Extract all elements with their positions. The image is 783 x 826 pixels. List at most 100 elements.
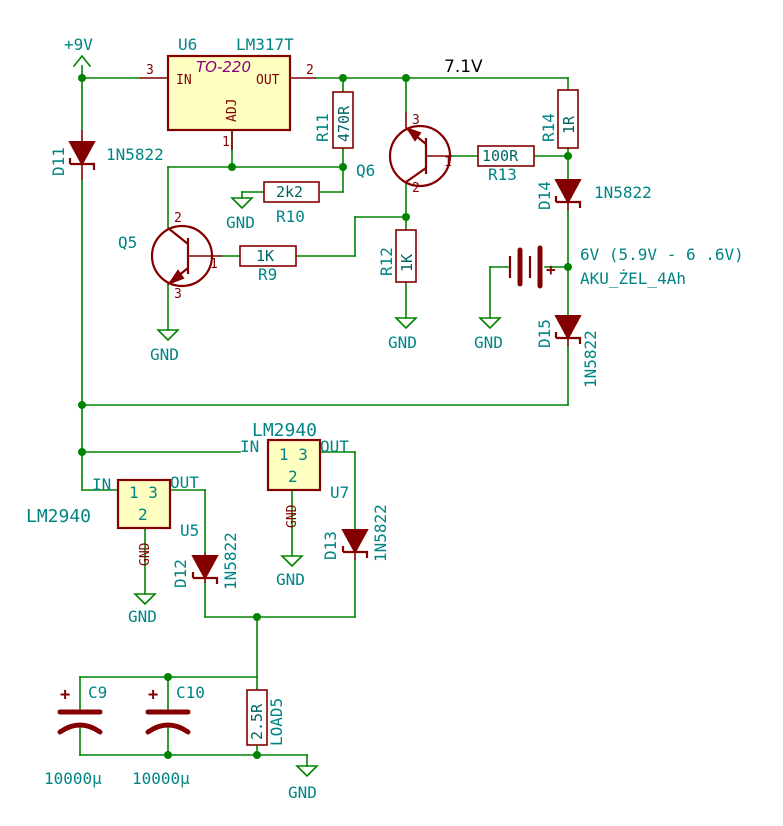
u6-value: LM317T	[236, 35, 294, 54]
c10-plus: +	[148, 685, 158, 705]
diode-d13: D13 1N5822	[321, 504, 390, 562]
regulator-u6: U6 LM317T TO-220 IN OUT ADJ 3 2 1	[140, 35, 316, 150]
d11-value: 1N5822	[106, 145, 164, 164]
load5-value: 2.5R	[248, 703, 266, 740]
r12-value: 1K	[398, 254, 416, 272]
u5-pin-in: IN	[92, 475, 111, 494]
resistor-r9: 1K R9	[239, 245, 297, 284]
u7-value: LM2940	[252, 420, 317, 441]
u7-pin-bottom: 2	[288, 467, 298, 486]
u6-pin-in-num: 3	[146, 63, 154, 78]
transistor-q6: Q6 3 1 2	[356, 112, 452, 196]
d11-ref: D11	[49, 147, 68, 176]
d12-ref: D12	[171, 559, 190, 588]
u6-pin-adj-num: 1	[222, 135, 230, 150]
u5-pin-out: OUT	[170, 473, 199, 492]
capacitor-c9: + C9 10000µ	[44, 683, 107, 788]
battery: + 6V (5.9V - 6 .6V) AKU_ŻEL_4Ah	[508, 245, 744, 289]
capacitor-c10: + C10 10000µ	[132, 683, 205, 788]
u5-pin-gnd: GND	[138, 542, 153, 566]
gnd-label: GND	[474, 333, 503, 352]
u6-pin-out-label: OUT	[256, 73, 280, 88]
r9-value: 1K	[256, 247, 274, 265]
u5-ref: U5	[180, 521, 199, 540]
r13-ref: R13	[488, 165, 517, 184]
diode-d11: D11 1N5822	[49, 130, 164, 180]
gnd-label: GND	[288, 783, 317, 802]
gnd-r10: GND	[226, 197, 255, 232]
d14-ref: D14	[535, 181, 554, 210]
r14-ref: R14	[539, 113, 558, 142]
u7-ref: U7	[330, 483, 349, 502]
d13-ref: D13	[321, 531, 340, 560]
resistor-load5: 2.5R LOAD5	[246, 689, 286, 746]
r13-value: 100R	[482, 147, 519, 165]
diode-d15: D15 1N5822	[535, 315, 600, 388]
d12-value: 1N5822	[221, 532, 240, 590]
q6-ref: Q6	[356, 161, 375, 180]
vout-label: 7.1V	[444, 57, 483, 77]
r12-ref: R12	[377, 247, 396, 276]
u6-ref: U6	[178, 35, 197, 54]
u7-pin-gnd: GND	[285, 504, 300, 528]
d15-value: 1N5822	[581, 330, 600, 388]
c10-ref: C10	[176, 683, 205, 702]
resistor-r11: 470R R11	[313, 91, 354, 149]
resistor-r10: 2k2 R10	[263, 181, 320, 226]
c9-plus: +	[60, 685, 70, 705]
gnd-label: GND	[226, 213, 255, 232]
c9-ref: C9	[88, 683, 107, 702]
gnd-battery: GND	[474, 317, 503, 352]
resistor-r14: 1R R14	[539, 89, 579, 149]
diode-d14: D14 1N5822	[535, 179, 652, 210]
q6-pin-e: 3	[412, 113, 420, 128]
q6-pin-c: 2	[412, 181, 420, 196]
q6-pin-b: 1	[444, 155, 452, 170]
r9-ref: R9	[258, 265, 277, 284]
c10-value: 10000µ	[132, 769, 190, 788]
u7-pin-out: OUT	[320, 437, 349, 456]
gnd-q5: GND	[150, 329, 180, 364]
gnd-label: GND	[388, 333, 417, 352]
u6-pin-out-num: 2	[306, 63, 314, 78]
regulator-u5: LM2940 IN OUT 1 3 2 GND U5	[26, 473, 199, 566]
u7-pin-in: IN	[240, 437, 259, 456]
r14-value: 1R	[560, 115, 578, 134]
load5-ref: LOAD5	[267, 698, 286, 746]
q5-pin-b: 1	[210, 257, 218, 272]
u7-pins-top: 1 3	[279, 445, 308, 464]
d14-value: 1N5822	[594, 183, 652, 202]
regulator-u7: LM2940 IN OUT 1 3 2 GND U7	[240, 420, 349, 528]
diode-d12: D12 1N5822	[171, 532, 240, 590]
battery-voltage: 6V (5.9V - 6 .6V)	[580, 245, 744, 264]
gnd-label: GND	[128, 607, 157, 626]
transistor-q5: Q5 2 1 3	[118, 211, 222, 302]
u5-pin-bottom: 2	[138, 505, 148, 524]
vin-power-symbol: +9V	[64, 35, 93, 68]
q5-pin-e: 3	[174, 287, 182, 302]
d15-ref: D15	[535, 319, 554, 348]
d13-value: 1N5822	[371, 504, 390, 562]
u6-pin-adj-label: ADJ	[225, 99, 240, 122]
u6-package: TO-220	[196, 58, 251, 76]
c9-value: 10000µ	[44, 769, 102, 788]
gnd-label: GND	[276, 570, 305, 589]
r10-value: 2k2	[276, 183, 303, 201]
r10-ref: R10	[276, 207, 305, 226]
q5-pin-c: 2	[174, 211, 182, 226]
u5-value: LM2940	[26, 506, 91, 527]
u6-pin-in-label: IN	[176, 73, 192, 88]
battery-plus: +	[546, 260, 556, 279]
gnd-r12: GND	[388, 317, 418, 352]
gnd-label: GND	[150, 345, 179, 364]
battery-name: AKU_ŻEL_4Ah	[580, 269, 686, 288]
q5-ref: Q5	[118, 233, 137, 252]
gnd-u5: GND	[128, 593, 157, 626]
resistor-r12: 1K R12	[377, 229, 417, 283]
gnd-output: GND	[288, 765, 319, 802]
r11-ref: R11	[313, 113, 332, 142]
resistor-r13: 100R R13	[477, 145, 535, 184]
gnd-u7: GND	[276, 555, 305, 589]
vin-label: +9V	[64, 35, 93, 54]
